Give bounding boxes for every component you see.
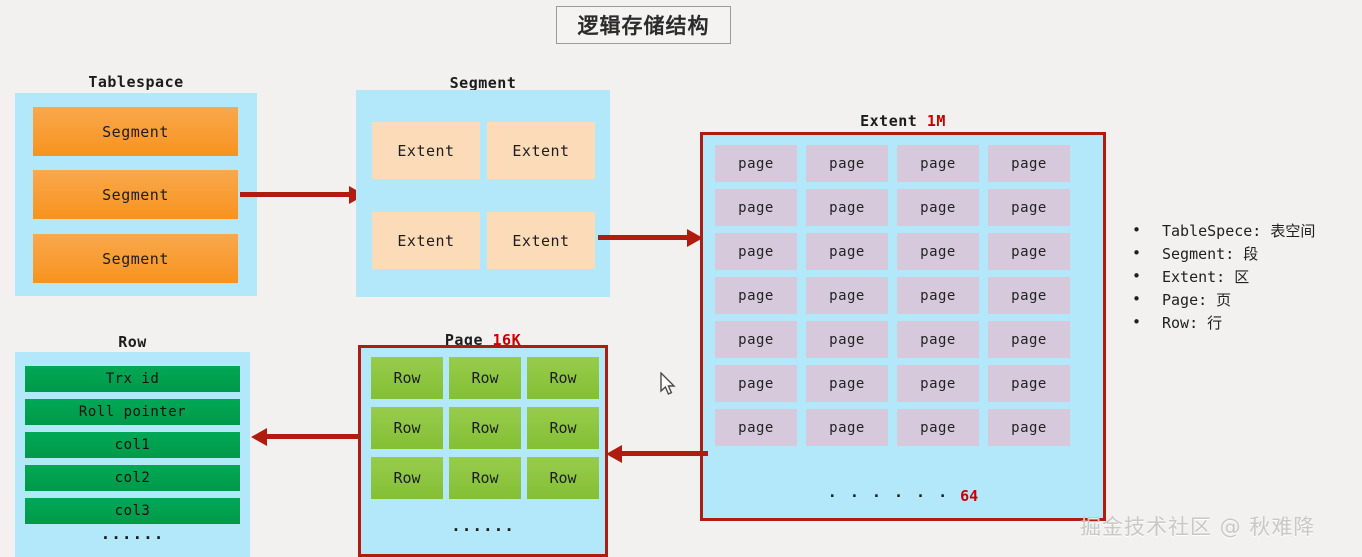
mouse-cursor-icon (659, 371, 679, 398)
legend-item-row: Row: 行 (1126, 311, 1362, 335)
tablespace-panel: Segment Segment Segment (15, 93, 257, 296)
page-box: page (715, 365, 797, 402)
page-box: page (897, 189, 979, 226)
legend-item-extent: Extent: 区 (1126, 265, 1362, 289)
page-box: page (806, 365, 888, 402)
row-footer-dots: ······ (100, 528, 165, 547)
tablespace-label: Tablespace (88, 73, 184, 91)
row-column-col2: col2 (25, 465, 240, 491)
segment-box: Segment (33, 170, 238, 219)
page-box: page (988, 277, 1070, 314)
page-box: page (715, 145, 797, 182)
page-box: page (715, 189, 797, 226)
page-box: page (897, 409, 979, 446)
extent-footer-dots: · · · · · · (827, 487, 950, 505)
page-box: page (988, 365, 1070, 402)
row-column-col3: col3 (25, 498, 240, 524)
legend: TableSpece: 表空间 Segment: 段 Extent: 区 Pag… (1126, 219, 1362, 335)
extent-box: Extent (487, 122, 595, 179)
page-detail-label-text: Page (444, 331, 483, 349)
legend-list: TableSpece: 表空间 Segment: 段 Extent: 区 Pag… (1126, 219, 1362, 335)
row-chip: Row (371, 357, 443, 399)
segment-box: Segment (33, 107, 238, 156)
page-box: page (715, 409, 797, 446)
row-chip: Row (449, 357, 521, 399)
page-box: page (806, 409, 888, 446)
page-box: page (988, 189, 1070, 226)
page-box: page (715, 321, 797, 358)
page-box: page (715, 277, 797, 314)
extent-footer: · · · · · · 64 (703, 487, 1103, 505)
page-box: page (897, 233, 979, 270)
row-column-col1: col1 (25, 432, 240, 458)
page-box: page (897, 321, 979, 358)
page-detail-label: Page 16K (358, 331, 608, 349)
page-box: page (988, 145, 1070, 182)
page-box: page (806, 233, 888, 270)
legend-item-segment: Segment: 段 (1126, 242, 1362, 266)
extent-detail-label-text: Extent (860, 112, 918, 130)
segment-label: Segment (449, 74, 517, 92)
row-chip: Row (527, 357, 599, 399)
diagram-title-box: 逻辑存储结构 (556, 6, 731, 44)
segment-panel: Extent Extent Extent Extent (356, 90, 610, 297)
page-size-badge: 16K (492, 331, 522, 349)
extent-detail-label: Extent 1M (700, 112, 1106, 130)
segment-box: Segment (33, 234, 238, 283)
row-detail-panel: Trx id Roll pointer col1 col2 col3 ·····… (15, 352, 250, 557)
row-chip: Row (527, 457, 599, 499)
page-box: page (897, 277, 979, 314)
legend-item-page: Page: 页 (1126, 288, 1362, 312)
row-chip: Row (449, 457, 521, 499)
row-detail-label: Row (118, 333, 147, 351)
page-box: page (988, 409, 1070, 446)
page-title: 逻辑存储结构 (577, 14, 710, 38)
extent-box: Extent (372, 212, 480, 269)
page-box: page (897, 365, 979, 402)
page-box: page (806, 145, 888, 182)
page-box: page (988, 233, 1070, 270)
legend-item-tablespace: TableSpece: 表空间 (1126, 219, 1362, 243)
row-chip: Row (371, 407, 443, 449)
row-chip: Row (527, 407, 599, 449)
extent-page-count: 64 (960, 487, 979, 505)
extent-size-badge: 1M (926, 112, 946, 130)
page-box: page (806, 189, 888, 226)
row-chip: Row (371, 457, 443, 499)
row-chip: Row (449, 407, 521, 449)
page-box: page (806, 321, 888, 358)
page-footer-dots: ······ (451, 520, 515, 539)
extent-box: Extent (487, 212, 595, 269)
extent-box: Extent (372, 122, 480, 179)
watermark: 掘金技术社区 @ 秋难降 (1080, 515, 1316, 539)
page-box: page (988, 321, 1070, 358)
page-box: page (715, 233, 797, 270)
page-box: page (806, 277, 888, 314)
row-column-trx-id: Trx id (25, 366, 240, 392)
page-box: page (897, 145, 979, 182)
row-column-roll-pointer: Roll pointer (25, 399, 240, 425)
